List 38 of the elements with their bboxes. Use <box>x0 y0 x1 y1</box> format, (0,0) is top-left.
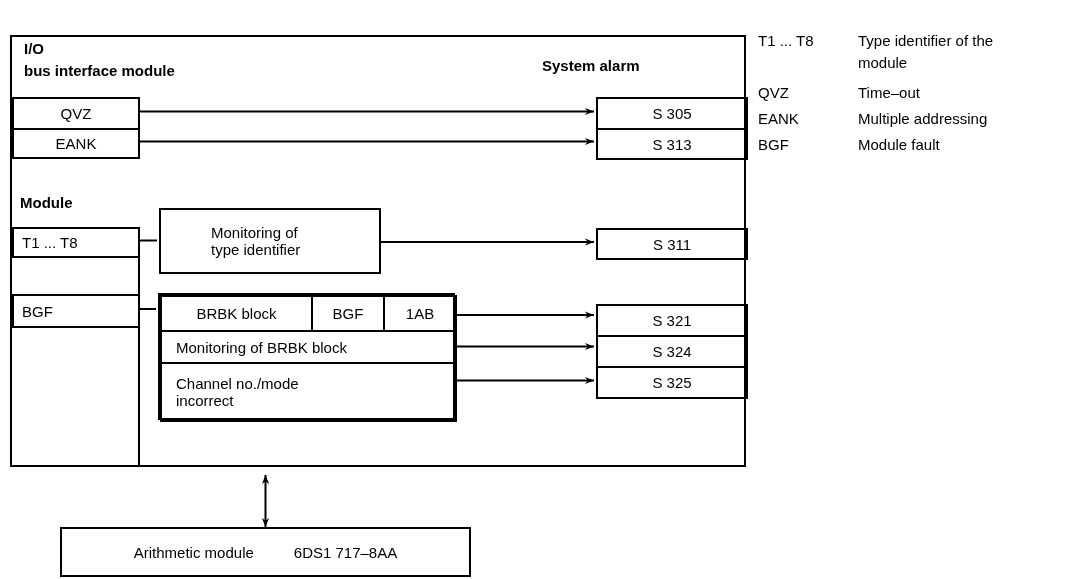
heading-text: bus interface module <box>24 62 175 79</box>
process-box: Monitoring of type identifier <box>159 208 381 274</box>
legend-description: Time–out <box>858 83 921 103</box>
signal-box: T1 ... T8 <box>12 227 140 258</box>
cell: Channel no./mode incorrect <box>160 362 457 422</box>
heading-text: System alarm <box>542 57 640 74</box>
legend-abbreviation: T1 ... T8 <box>758 32 814 49</box>
box-text: Arithmetic module <box>133 543 254 561</box>
legend-abbreviation: BGF <box>758 136 789 153</box>
alarm-box: S 313 <box>596 128 748 160</box>
cell: BRBK block <box>160 295 313 332</box>
alarm-box: S 324 <box>596 335 748 368</box>
legend-abbreviation: QVZ <box>758 84 789 101</box>
alarm-box: S 321 <box>596 304 748 337</box>
signal-box: BGF <box>12 294 140 328</box>
arrow <box>137 107 595 116</box>
connector-line <box>137 239 158 242</box>
cell: Monitoring of BRBK block <box>160 330 457 364</box>
legend-description: Module fault <box>858 135 941 155</box>
legend-description: Multiple addressing <box>858 109 989 129</box>
signal-box: QVZ <box>12 97 140 130</box>
connector-line <box>137 308 157 310</box>
box-text: 6DS1 717–8AA <box>293 543 398 561</box>
module-box <box>60 527 471 577</box>
alarm-box: S 305 <box>596 97 748 130</box>
alarm-box: S 325 <box>596 366 748 399</box>
heading-text: I/O <box>24 40 44 57</box>
heading-text: Module <box>20 194 73 211</box>
legend-abbreviation: EANK <box>758 110 799 127</box>
double-arrow <box>261 474 270 528</box>
cell: 1AB <box>383 295 457 332</box>
frame-box <box>10 35 746 467</box>
arrow <box>378 238 595 246</box>
legend-description: Type identifier of the module <box>858 31 995 73</box>
group-box <box>158 293 455 420</box>
signal-box: EANK <box>12 128 140 159</box>
alarm-box: S 311 <box>596 228 748 260</box>
arrow <box>137 137 595 146</box>
